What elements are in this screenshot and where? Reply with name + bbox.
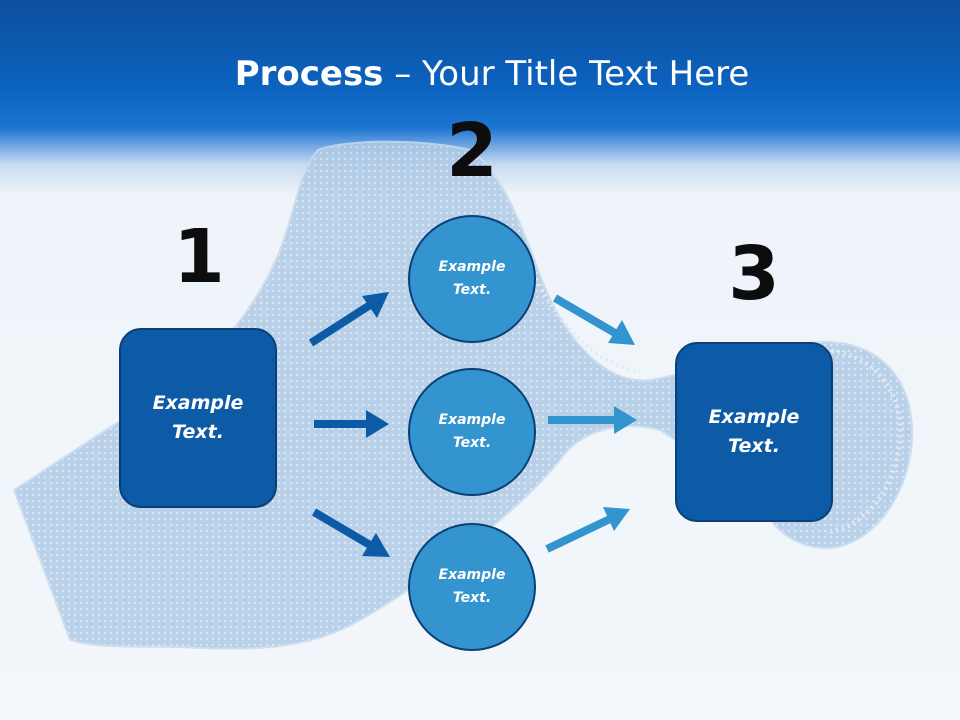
step-3-box[interactable]: Example Text. [675, 342, 833, 522]
right-arrow-icon [314, 410, 389, 438]
right-arrow-icon [552, 294, 635, 345]
right-arrow-icon [548, 406, 637, 434]
step-2-circle-top[interactable]: Example Text. [408, 215, 536, 343]
step-number-3: 3 [728, 231, 780, 317]
page-title: Process – Your Title Text Here [0, 52, 960, 96]
step-number-1: 1 [173, 214, 225, 300]
right-arrow-icon [545, 507, 630, 553]
title-strong: Process [234, 54, 384, 94]
right-arrow-icon [311, 508, 390, 557]
step-2-circle-top-text: Example Text. [438, 259, 506, 298]
step-1-box[interactable]: Example Text. [119, 328, 277, 508]
title-rest: – Your Title Text Here [383, 54, 750, 94]
step-2-circle-bottom[interactable]: Example Text. [408, 523, 536, 651]
step-2-circle-middle[interactable]: Example Text. [408, 368, 536, 496]
step-3-text: Example Text. [708, 406, 800, 457]
step-number-2: 2 [446, 108, 498, 194]
step-1-text: Example Text. [152, 392, 244, 443]
step-2-circle-bottom-text: Example Text. [438, 567, 506, 606]
step-2-circle-middle-text: Example Text. [438, 412, 506, 451]
right-arrow-icon [308, 292, 389, 347]
